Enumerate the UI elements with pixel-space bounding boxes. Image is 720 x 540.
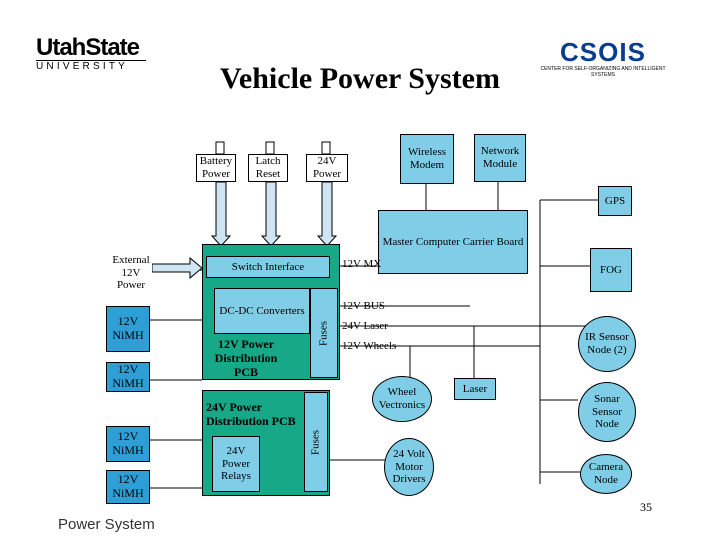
page-number: 35: [640, 500, 652, 514]
bus-label-laser: 24V Laser: [342, 320, 388, 332]
pcb-12v-label: 12V Power Distribution PCB: [214, 337, 278, 379]
power-relays-24v: 24V Power Relays: [212, 436, 260, 492]
gps-node: GPS: [598, 186, 632, 216]
arrow-latch-reset: [260, 181, 282, 247]
switch-icon-24v: [321, 141, 331, 155]
network-module: Network Module: [474, 134, 526, 182]
csois-logo-word: CSOIS: [560, 37, 646, 67]
arrow-24v-power: [316, 181, 338, 247]
switch-24v-power: 24V Power: [306, 154, 348, 182]
usu-logo-line1: UtahState: [36, 34, 140, 61]
page-title: Vehicle Power System: [220, 62, 500, 95]
switch-icon-latch: [265, 141, 275, 155]
motor-drivers-24v: 24 Volt Motor Drivers: [384, 438, 434, 496]
battery-nimh-2: 12V NiMH: [106, 362, 150, 392]
battery-nimh-4: 12V NiMH: [106, 470, 150, 504]
sonar-sensor-node: Sonar Sensor Node: [578, 382, 636, 442]
external-12v-power: External 12V Power: [110, 254, 152, 292]
bus-label-wheels: 12V Wheels: [342, 340, 397, 352]
master-computer-carrier-board: Master Computer Carrier Board: [378, 210, 528, 274]
bus-label-mx: 12V MX: [342, 258, 382, 270]
switch-latch-reset: Latch Reset: [248, 154, 288, 182]
switch-icon-battery: [215, 141, 225, 155]
bus-label-12v: 12V BUS: [342, 300, 385, 312]
usu-logo-line2: UNIVERSITY: [36, 60, 146, 73]
dcdc-converters: DC-DC Converters: [214, 288, 310, 334]
csois-logo: CSOIS CENTER FOR SELF-ORGANIZING AND INT…: [536, 38, 670, 82]
battery-nimh-1: 12V NiMH: [106, 306, 150, 352]
fuses-24v: Fuses: [304, 392, 328, 492]
arrow-external-power: [151, 256, 203, 280]
camera-node: Camera Node: [580, 454, 632, 494]
battery-nimh-3: 12V NiMH: [106, 426, 150, 462]
wheel-vectronics: Wheel Vectronics: [372, 376, 432, 422]
ir-sensor-node: IR Sensor Node (2): [578, 316, 636, 372]
pcb-24v-label: 24V Power Distribution PCB: [206, 400, 296, 429]
usu-logo: UtahState UNIVERSITY: [36, 34, 146, 73]
fog-node: FOG: [590, 248, 632, 292]
laser-node: Laser: [454, 378, 496, 400]
switch-interface: Switch Interface: [206, 256, 330, 278]
csois-logo-sub: CENTER FOR SELF-ORGANIZING AND INTELLIGE…: [540, 66, 666, 78]
wireless-modem: Wireless Modem: [400, 134, 454, 184]
fuses-12v: Fuses: [310, 288, 338, 378]
arrow-battery-power: [210, 181, 232, 247]
section-footer: Power System: [58, 516, 155, 533]
switch-battery-power: Battery Power: [196, 154, 236, 182]
